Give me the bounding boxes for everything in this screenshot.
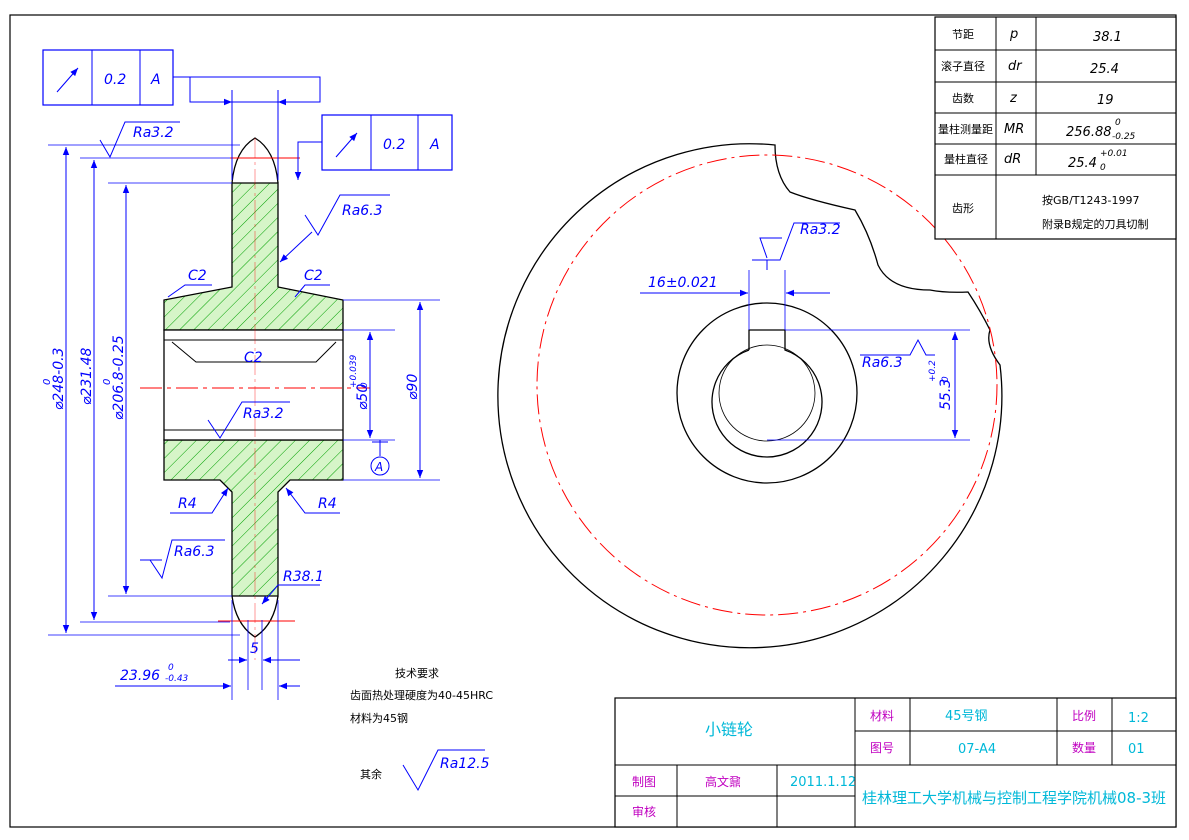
hub-circle — [676, 302, 858, 484]
svg-text:比例: 比例 — [1072, 709, 1096, 723]
svg-text:0: 0 — [168, 663, 174, 673]
key16-label: 16±0.021 — [648, 275, 718, 291]
date: 2011.1.12 — [790, 775, 856, 790]
runout-icon-2 — [335, 132, 358, 158]
svg-text:节距: 节距 — [952, 28, 974, 41]
part-name: 小链轮 — [705, 720, 753, 739]
section-view — [140, 137, 370, 660]
svg-text:数量: 数量 — [1072, 740, 1096, 755]
svg-text:图号: 图号 — [870, 741, 894, 755]
svg-text:按GB/T1243-1997: 按GB/T1243-1997 — [1042, 193, 1139, 207]
dia50-label: ⌀50 — [355, 384, 371, 410]
svg-text:0: 0 — [102, 379, 113, 385]
svg-text:0: 0 — [1100, 163, 1106, 173]
svg-text:-0.25: -0.25 — [1112, 132, 1136, 142]
drawer: 高文鼐 — [705, 774, 741, 789]
svg-text:附录B规定的刀具切制: 附录B规定的刀具切制 — [1042, 217, 1149, 231]
school: 桂林理工大学机械与控制工程学院机械08-3班 — [862, 789, 1166, 807]
width5-label: 5 — [250, 641, 259, 657]
tech-title: 技术要求 — [395, 667, 439, 680]
roughness-symbols: Ra3.2 Ra6.3 Ra3.2 Ra6.3 — [99, 121, 390, 580]
svg-text:0: 0 — [1115, 118, 1121, 128]
svg-text:制图: 制图 — [632, 775, 656, 789]
svg-text:0: 0 — [941, 376, 951, 382]
svg-text:dr: dr — [1008, 59, 1023, 74]
r4-left: R4 — [178, 496, 197, 512]
w2396-label: 23.96 — [120, 668, 160, 684]
svg-text:量柱直径: 量柱直径 — [944, 152, 988, 166]
section-upper — [163, 182, 344, 331]
dia231-label: ⌀231.48 — [79, 347, 95, 405]
svg-text:256.88: 256.88 — [1066, 125, 1112, 140]
svg-text:25.4: 25.4 — [1068, 156, 1097, 171]
c2-bore: C2 — [244, 350, 263, 366]
ra-web: Ra6.3 — [342, 203, 383, 219]
dia206-label: ⌀206.8-0.25 — [111, 335, 127, 420]
title-block: 小链轮 材料 45号钢 比例 1:2 图号 07-A4 数量 01 制图 高文鼐… — [614, 697, 1177, 828]
svg-text:齿形: 齿形 — [952, 202, 974, 215]
svg-text:+0.01: +0.01 — [1100, 149, 1128, 159]
svg-text:dR: dR — [1004, 152, 1021, 167]
gtol-frame-second: 0.2 A — [294, 114, 453, 180]
bore — [163, 329, 344, 441]
gtol1-datum: A — [150, 72, 161, 88]
key553-label: 55.3 — [938, 379, 954, 410]
width-dims: 5 23.96 0 -0.43 — [115, 600, 300, 700]
ra-rest: Ra12.5 — [440, 756, 490, 772]
ra-bore: Ra3.2 — [243, 406, 284, 422]
tech-line-1: 齿面热处理硬度为40-45HRC — [350, 688, 493, 702]
c2-right: C2 — [304, 268, 323, 284]
svg-text:-0.43: -0.43 — [165, 674, 189, 684]
svg-text:19: 19 — [1097, 93, 1114, 108]
ra-web-low: Ra6.3 — [174, 544, 215, 560]
drawing-border — [9, 14, 1177, 828]
svg-text:+0.2: +0.2 — [928, 360, 938, 382]
tech-line-2: 材料为45钢 — [350, 711, 408, 725]
technical-requirements: 技术要求 齿面热处理硬度为40-45HRC 材料为45钢 其余 Ra12.5 — [350, 667, 493, 792]
pitch-circle — [536, 154, 998, 616]
ra-keyface: Ra6.3 — [862, 355, 903, 371]
svg-text:0: 0 — [42, 379, 53, 385]
svg-text:25.4: 25.4 — [1090, 62, 1119, 77]
svg-text:+0.039: +0.039 — [349, 354, 359, 388]
svg-text:MR: MR — [1004, 122, 1024, 137]
scale: 1:2 — [1128, 711, 1149, 726]
c2-left: C2 — [188, 268, 207, 284]
gtol-frame-top: 0.2 A — [42, 49, 321, 180]
qty: 01 — [1128, 742, 1145, 757]
parameter-table: 节距 p 38.1 滚子直径 dr 25.4 齿数 z 19 量柱测量距 MR … — [934, 16, 1177, 240]
svg-text:审核: 审核 — [632, 804, 656, 819]
chamfer-labels: C2 C2 C2 R4 R4 R38.1 — [167, 268, 340, 605]
end-view: 55.3 +0.2 0 Ra6.3 16±0.021 Ra3.2 — [497, 143, 1003, 649]
gtol2-datum: A — [429, 137, 440, 153]
bore-keyway — [711, 329, 823, 458]
dia90-label: ⌀90 — [405, 374, 421, 400]
material: 45号钢 — [945, 709, 988, 724]
r38: R38.1 — [283, 569, 324, 585]
runout-icon — [56, 67, 79, 93]
ra-top: Ra3.2 — [133, 125, 174, 141]
svg-text:0: 0 — [360, 382, 370, 388]
svg-text:齿数: 齿数 — [952, 92, 974, 105]
svg-text:38.1: 38.1 — [1093, 30, 1122, 45]
svg-text:材料: 材料 — [870, 709, 894, 723]
diameter-dims: ⌀248-0.3 0 ⌀231.48 ⌀206.8-0.25 0 ⌀50 +0.… — [42, 144, 440, 636]
r4-right: R4 — [318, 496, 337, 512]
svg-text:滚子直径: 滚子直径 — [941, 59, 985, 73]
svg-text:z: z — [1009, 91, 1018, 106]
ra-key: Ra3.2 — [800, 222, 841, 238]
gtol2-tolerance: 0.2 — [383, 137, 405, 153]
gtol1-tolerance: 0.2 — [104, 72, 126, 88]
datum-a-label: A — [374, 460, 383, 474]
dia248-label: ⌀248-0.3 — [51, 348, 67, 410]
svg-text:p: p — [1009, 27, 1018, 42]
drawing-no: 07-A4 — [958, 742, 996, 757]
rest-label: 其余 — [360, 767, 382, 781]
svg-text:量柱测量距: 量柱测量距 — [938, 122, 993, 136]
sprocket-outline — [497, 143, 1003, 649]
